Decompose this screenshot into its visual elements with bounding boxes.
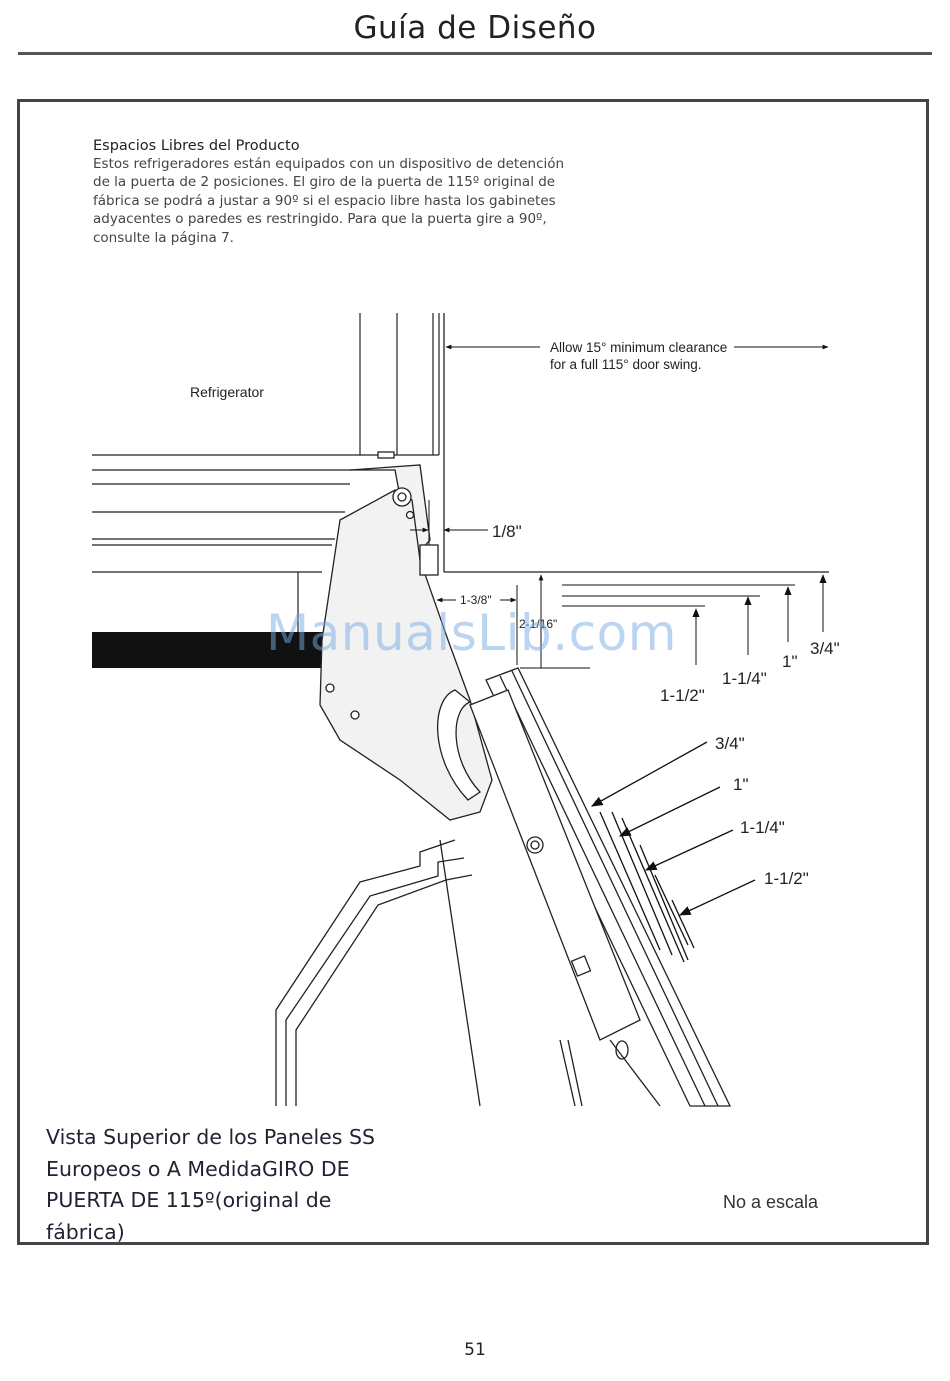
side-dimension-label: 1-3/8" <box>460 593 492 607</box>
front-dim-3-4: 3/4" <box>810 639 840 658</box>
clearance-note-line1: Allow 15° minimum clearance <box>550 340 727 355</box>
refrigerator-door <box>469 667 732 1107</box>
front-dim-1: 1" <box>782 652 798 671</box>
figure-caption: Vista Superior de los Paneles SS Europeo… <box>46 1125 376 1244</box>
watermark: ManualsLib.com <box>266 604 677 662</box>
door-dim-3-4: 3/4" <box>715 734 745 753</box>
hinge-assembly <box>319 451 504 821</box>
door-dim-1-1-2: 1-1/2" <box>764 869 809 888</box>
refrigerator-cabinet <box>92 313 440 632</box>
gasket-bar <box>92 632 330 668</box>
front-dim-1-1-2: 1-1/2" <box>660 686 705 705</box>
clearance-note-line2: for a full 115° door swing. <box>550 357 701 372</box>
door-bin <box>275 839 481 1107</box>
door-dim-1-1-4: 1-1/4" <box>740 818 785 837</box>
vertical-dimension-label: 2-1/16" <box>519 617 557 631</box>
side-dimension <box>436 574 590 669</box>
page-number: 51 <box>464 1340 486 1360</box>
title-rule <box>18 52 932 55</box>
front-dim-1-1-4: 1-1/4" <box>722 669 767 688</box>
refrigerator-label: Refrigerator <box>190 384 264 400</box>
hinge-gap-label: 1/8" <box>492 522 522 541</box>
intro-body: Estos refrigeradores están equipados con… <box>93 156 565 246</box>
hinge-gap-dimension <box>410 500 488 545</box>
scale-note: No a escala <box>723 1192 819 1212</box>
door-dim-1: 1" <box>733 775 749 794</box>
page-title: Guía de Diseño <box>353 10 597 46</box>
intro-section: Espacios Libres del Producto Estos refri… <box>93 137 583 247</box>
intro-heading: Espacios Libres del Producto <box>93 138 300 154</box>
figure-frame <box>17 99 929 1245</box>
door-clearance-lines <box>590 741 756 963</box>
front-clearance-lines <box>562 574 827 665</box>
